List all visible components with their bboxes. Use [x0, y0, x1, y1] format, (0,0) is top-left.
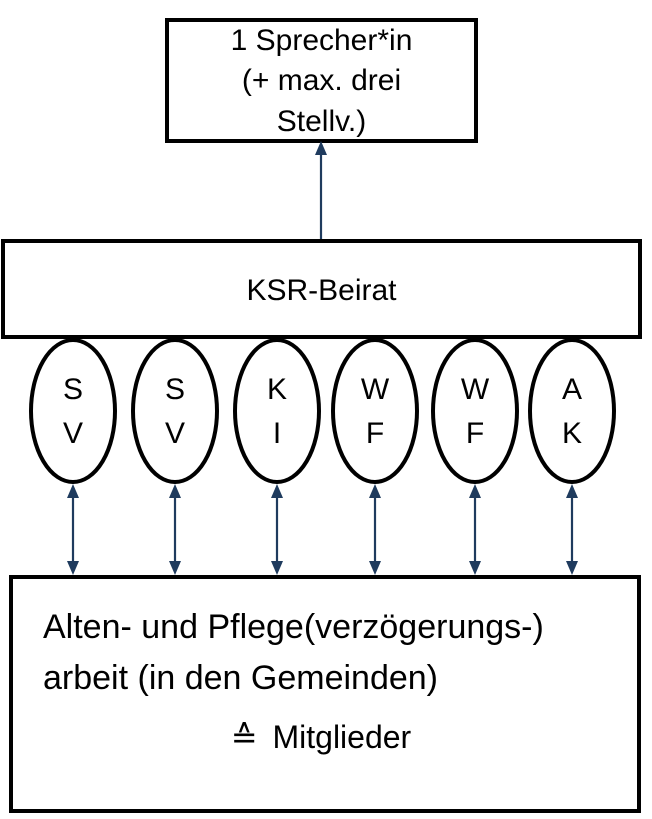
group-link-arrow-2 — [169, 484, 181, 575]
group-letter-2: V — [63, 417, 83, 450]
group-oval-shape — [528, 338, 616, 484]
group-letter-1: W — [461, 373, 490, 406]
group-links — [67, 484, 578, 575]
council-box-label: KSR-Beirat — [246, 274, 397, 307]
speaker-box-line-2: (+ max. drei — [242, 64, 401, 97]
group-oval-shape — [29, 338, 117, 484]
speaker-box-frame — [165, 18, 478, 143]
group-oval-3: KI — [233, 338, 321, 484]
group-oval-2: SV — [131, 338, 219, 484]
base-box-frame — [9, 575, 641, 813]
group-oval-shape — [233, 338, 321, 484]
group-letter-1: A — [562, 373, 582, 406]
group-letter-2: V — [165, 417, 185, 450]
group-letter-2: F — [366, 417, 384, 450]
council-box: KSR-Beirat — [1, 239, 642, 339]
speaker-box-line-3: Stellv.) — [277, 105, 366, 138]
group-oval-shape — [331, 338, 419, 484]
corresponds-symbol: ≙ — [231, 719, 258, 755]
members-text: Mitglieder — [272, 719, 411, 755]
council-box-frame — [1, 239, 642, 339]
base-box-line-1: Alten- und Pflege(verzögerungs-) — [43, 608, 544, 646]
group-letter-2: K — [562, 417, 582, 450]
group-letter-1: S — [165, 373, 185, 406]
group-oval-shape — [131, 338, 219, 484]
group-link-arrow-3 — [271, 484, 283, 575]
base-box: Alten- und Pflege(verzögerungs-) arbeit … — [9, 575, 641, 813]
group-letter-2: F — [466, 417, 484, 450]
group-letter-2: I — [273, 417, 281, 450]
group-link-arrow-1 — [67, 484, 79, 575]
group-oval-4: WF — [331, 338, 419, 484]
group-oval-6: AK — [528, 338, 616, 484]
group-link-arrow-6 — [566, 484, 578, 575]
members-label: ≙ Mitglieder — [231, 719, 412, 755]
group-oval-shape — [431, 338, 519, 484]
group-letter-1: W — [361, 373, 390, 406]
speaker-box: 1 Sprecher*in (+ max. drei Stellv.) — [165, 18, 478, 143]
council-to-speaker-arrow — [315, 141, 327, 241]
group-letter-1: S — [63, 373, 83, 406]
base-box-line-2: arbeit (in den Gemeinden) — [43, 659, 438, 697]
group-oval-5: WF — [431, 338, 519, 484]
speaker-box-line-1: 1 Sprecher*in — [231, 24, 413, 57]
group-letter-1: K — [267, 373, 287, 406]
group-link-arrow-5 — [469, 484, 481, 575]
group-link-arrow-4 — [369, 484, 381, 575]
group-oval-1: SV — [29, 338, 117, 484]
